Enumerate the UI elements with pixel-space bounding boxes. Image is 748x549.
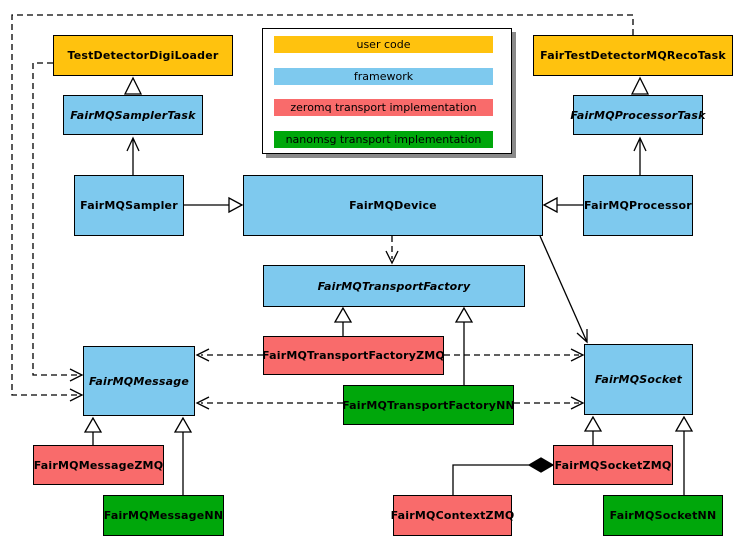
node-fairmq-transport-factory-nn: FairMQTransportFactoryNN bbox=[342, 385, 515, 425]
edge-factorynn-transportfactory bbox=[454, 306, 474, 385]
node-fairmq-context-zmq: FairMQContextZMQ bbox=[391, 495, 514, 536]
node-fairmq-message-zmq: FairMQMessageZMQ bbox=[33, 445, 164, 485]
edge-sampler-device bbox=[184, 196, 244, 214]
node-fairmq-device: FairMQDevice bbox=[243, 175, 543, 236]
node-fairmq-processor-task: FairMQProcessorTask bbox=[570, 95, 705, 135]
node-fairmq-processor: FairMQProcessor bbox=[583, 175, 693, 236]
edge-recotask-message-dashed bbox=[11, 14, 634, 402]
legend-item-zeromq: zeromq transport implementation bbox=[274, 99, 493, 116]
edge-messagezmq-message bbox=[83, 416, 103, 445]
edge-device-transportfactory-dashed bbox=[385, 236, 399, 265]
edge-device-socket bbox=[539, 235, 588, 344]
edge-factoryzmq-message-dashed bbox=[195, 348, 263, 362]
edge-factorynn-message-dashed bbox=[195, 396, 343, 410]
edge-factoryzmq-transportfactory bbox=[333, 306, 353, 336]
node-test-detector-digi-loader: TestDetectorDigiLoader bbox=[53, 35, 233, 76]
node-fairmq-socket-zmq: FairMQSocketZMQ bbox=[553, 445, 673, 485]
edge-socketzmq-socket bbox=[583, 415, 603, 445]
edge-processor-device bbox=[542, 196, 583, 214]
node-fairmq-transport-factory: FairMQTransportFactory bbox=[263, 265, 525, 307]
edge-factoryzmq-socket-dashed bbox=[444, 348, 585, 362]
edge-digiloader-message-dashed bbox=[32, 62, 84, 382]
edge-contextzmq-socketzmq-composition bbox=[452, 457, 555, 495]
node-fairmq-transport-factory-zmq: FairMQTransportFactoryZMQ bbox=[262, 336, 445, 375]
node-fairmq-message: FairMQMessage bbox=[83, 346, 195, 416]
node-fairmq-sampler-task: FairMQSamplerTask bbox=[63, 95, 203, 135]
node-fairmq-sampler: FairMQSampler bbox=[74, 175, 184, 236]
edge-sampler-samplertask bbox=[126, 136, 140, 175]
legend-item-nanomsg: nanomsg transport implementation bbox=[274, 131, 493, 148]
node-fairmq-message-nn: FairMQMessageNN bbox=[103, 495, 224, 536]
legend-item-framework: framework bbox=[274, 68, 493, 85]
edge-factorynn-socket-dashed bbox=[514, 396, 585, 410]
edge-socketnn-socket bbox=[674, 415, 694, 495]
node-fairmq-socket-nn: FairMQSocketNN bbox=[603, 495, 723, 536]
edge-processor-processortask bbox=[633, 136, 647, 175]
edge-samplertask-digiloader bbox=[123, 76, 143, 95]
legend: user code framework zeromq transport imp… bbox=[262, 28, 512, 154]
edge-messagenn-message bbox=[173, 416, 193, 495]
legend-item-user-code: user code bbox=[274, 36, 493, 53]
node-fair-test-detector-mq-reco-task: FairTestDetectorMQRecoTask bbox=[533, 35, 733, 76]
edge-processortask-recotask bbox=[630, 76, 650, 95]
node-fairmq-socket: FairMQSocket bbox=[584, 344, 693, 415]
